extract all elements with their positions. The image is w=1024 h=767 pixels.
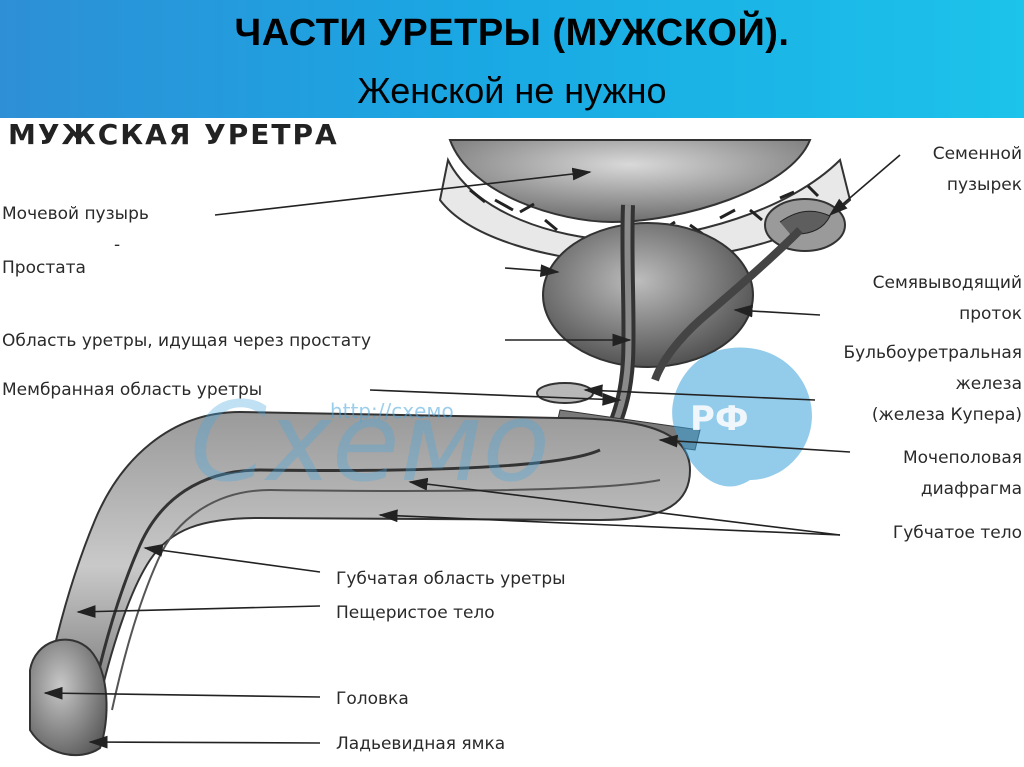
watermark-brand: Схемо	[190, 378, 550, 506]
label-seminal-vesicle-1: Семенной	[932, 144, 1022, 164]
label-bulbourethral-3: (железа Купера)	[871, 405, 1022, 425]
spongy-urethra-path	[90, 448, 601, 701]
slide-subtitle: Женской не нужно	[357, 70, 667, 111]
slide-title: ЧАСТИ УРЕТРЫ (МУЖСКОЙ).	[234, 12, 790, 54]
label-bladder: Мочевой пузырь	[2, 204, 149, 224]
label-spongy-body: Губчатое тело	[892, 523, 1022, 543]
watermark-badge: РФ	[690, 399, 749, 439]
label-seminal-vesicle-2: пузырек	[946, 175, 1022, 195]
glans-shape	[29, 638, 108, 757]
label-prostatic-urethra: Область уретры, идущая через простату	[2, 331, 372, 351]
title-banner: ЧАСТИ УРЕТРЫ (МУЖСКОЙ). Женской не нужно	[0, 0, 1024, 118]
label-membranous-urethra: Мембранная область уретры	[2, 380, 263, 400]
label-prostate: Простата	[2, 258, 86, 278]
label-cavernous-body: Пещеристое тело	[336, 603, 495, 623]
label-urogenital-diaphragm-2: диафрагма	[920, 479, 1022, 499]
label-vas-deferens-2: проток	[959, 304, 1022, 324]
pelvic-bone	[438, 156, 852, 264]
watermark-logo	[672, 347, 812, 487]
label-navicular-fossa: Ладьевидная ямка	[336, 734, 506, 754]
label-glans: Головка	[336, 689, 409, 709]
diagram-title: МУЖСКАЯ УРЕТРА	[8, 118, 339, 151]
vas-deferens-path	[651, 227, 803, 382]
label-urogenital-diaphragm-1: Мочеполовая	[902, 448, 1022, 468]
label-dash: -	[114, 235, 121, 255]
label-bulbourethral-2: железа	[955, 374, 1022, 394]
bladder-shape	[448, 139, 812, 224]
leader-lines	[43, 154, 901, 749]
label-bulbourethral-1: Бульбоуретральная	[843, 343, 1022, 363]
label-vas-deferens-1: Семявыводящий	[872, 273, 1022, 293]
prostate-shape	[542, 222, 754, 368]
label-spongy-urethra: Губчатая область уретры	[336, 569, 566, 589]
watermark-url: http://схемо	[330, 399, 454, 423]
